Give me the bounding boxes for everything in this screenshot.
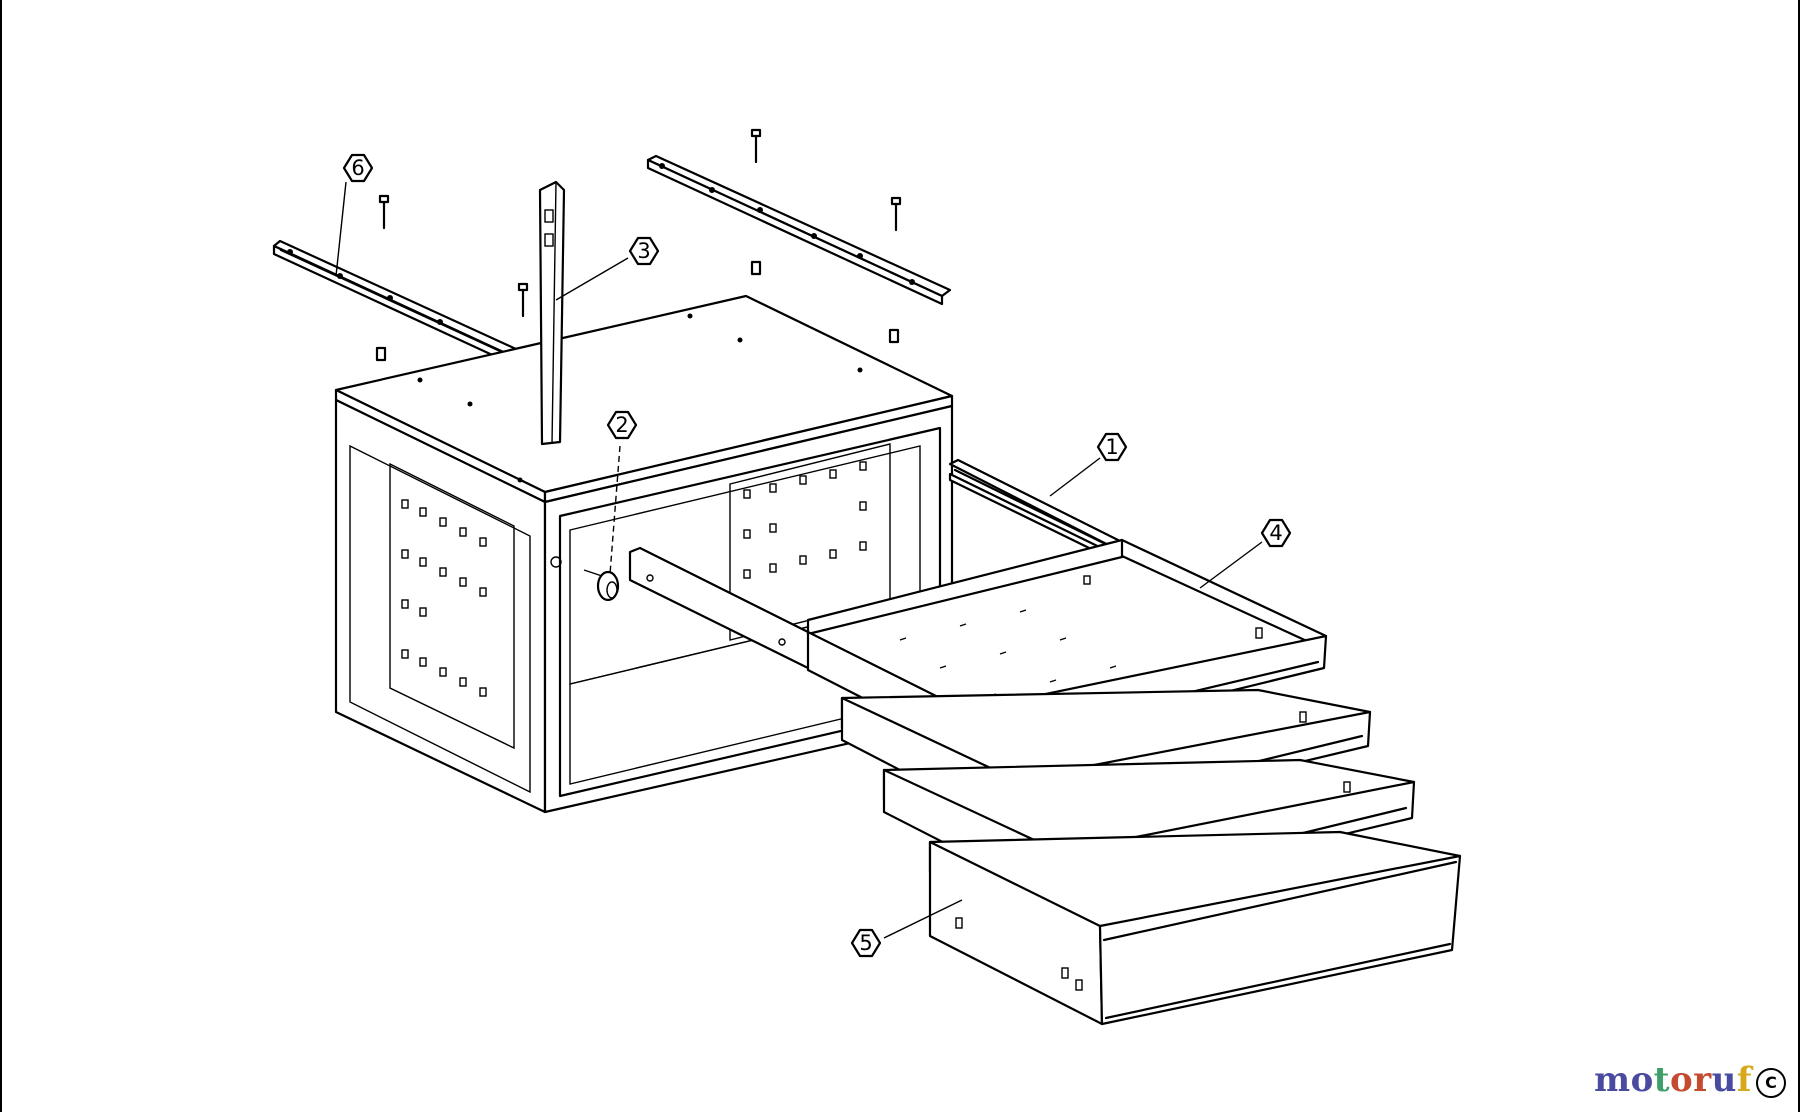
nut-icon [750,260,762,276]
svg-text:4: 4 [1269,521,1282,545]
callout-1: 1 [1096,432,1128,462]
callout-6: 6 [342,153,374,183]
watermark-letter: o [1630,1060,1654,1100]
svg-text:2: 2 [615,413,628,437]
callout-5: 5 [850,928,882,958]
watermark-logo: motoruf [1594,1060,1752,1100]
screw-icon [750,128,762,164]
nut-icon [888,328,900,344]
svg-text:5: 5 [859,931,872,955]
svg-text:6: 6 [351,156,364,180]
watermark-letter: t [1653,1060,1671,1100]
copyright-icon: C [1756,1068,1786,1098]
callout-4: 4 [1260,518,1292,548]
drawer-slide[interactable] [948,458,1136,568]
perforation-back [743,461,867,579]
nut-icon [375,346,387,362]
perforation-left [401,499,487,697]
lock-icon[interactable] [583,569,620,602]
callout-3: 3 [628,236,660,266]
drawer-bottom[interactable] [928,830,1462,1026]
screw-icon [378,194,390,230]
leader-lines [335,181,1263,939]
screw-icon [517,282,529,318]
svg-text:1: 1 [1105,435,1118,459]
channel-post[interactable] [538,180,566,446]
callout-2: 2 [606,410,638,440]
watermark-letter: m [1594,1060,1631,1100]
watermark-letter: f [1736,1060,1752,1100]
watermark-letter: r [1693,1060,1712,1100]
watermark-letter: u [1711,1060,1737,1100]
rail-bracket-right[interactable] [646,154,952,306]
svg-text:3: 3 [637,239,650,263]
screw-icon [890,196,902,232]
watermark-letter: o [1670,1060,1694,1100]
